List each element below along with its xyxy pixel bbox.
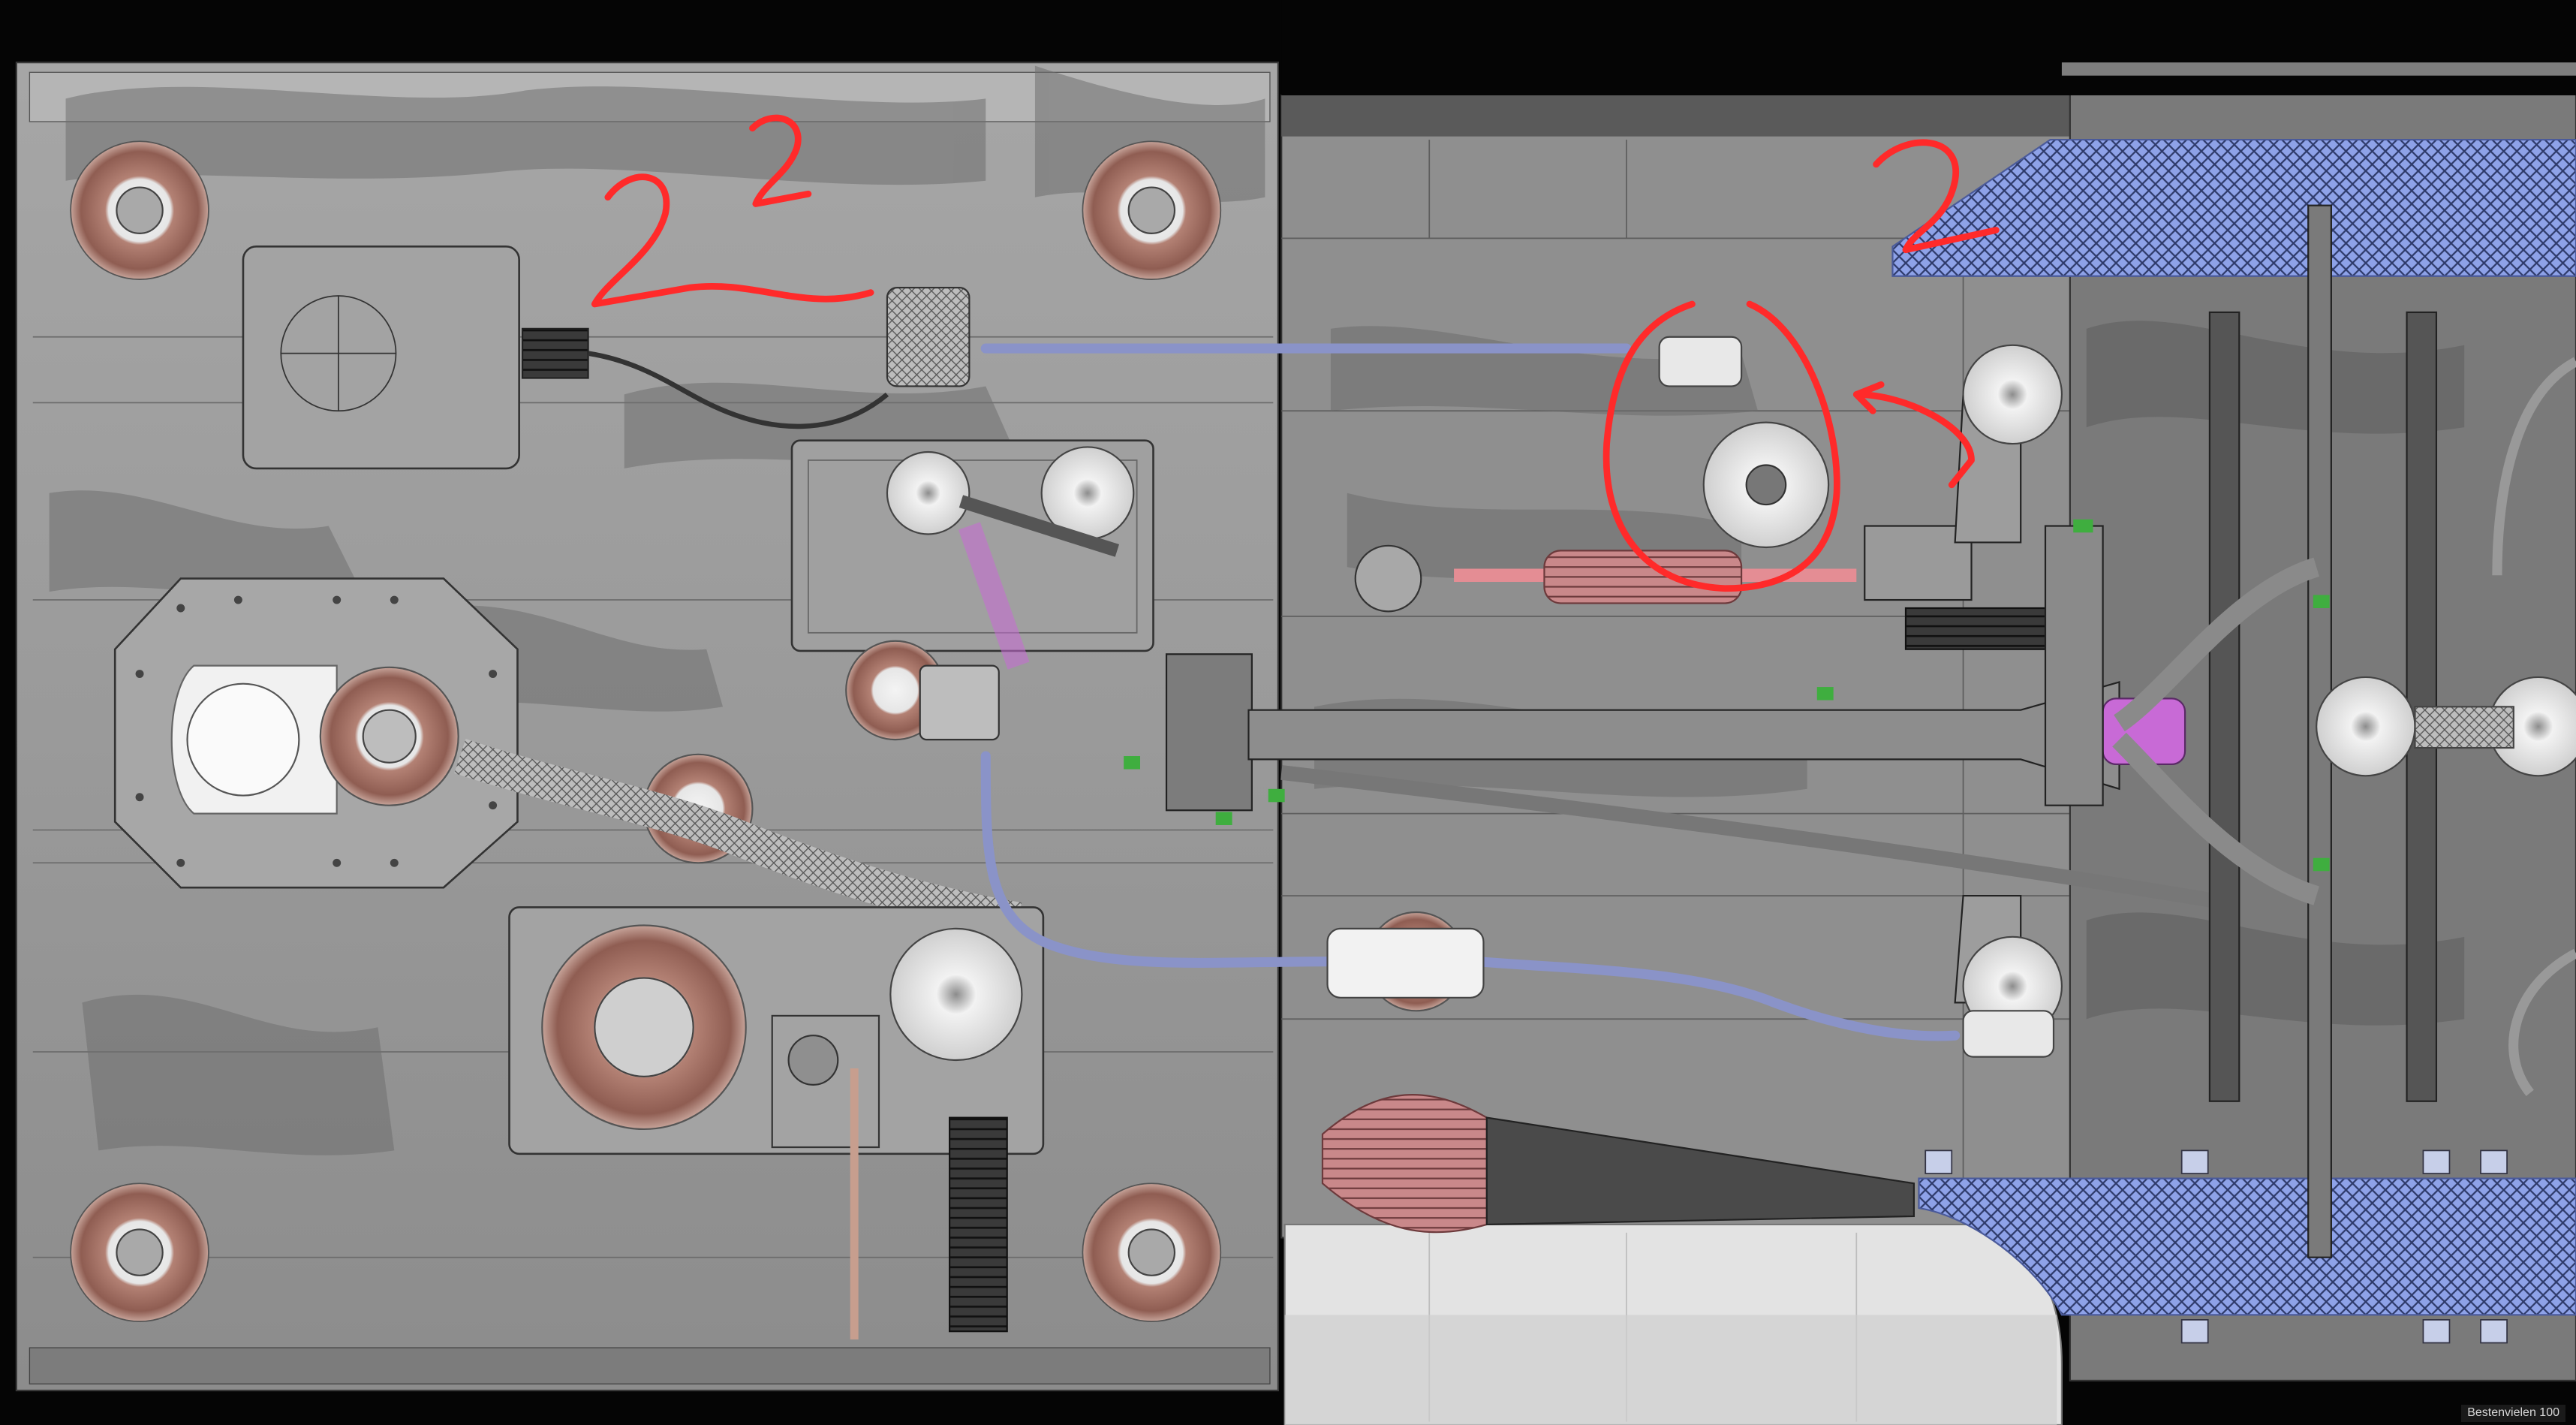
grate-top (1891, 138, 2576, 277)
fuel-tank (113, 577, 519, 889)
gearbox-plate (508, 906, 1045, 1340)
annotation-mark-2a (591, 173, 874, 308)
annotation-circle (1602, 300, 1840, 592)
cable-anchor (1354, 544, 1422, 613)
viewport-status-text: Bestenvielen 100 (2461, 1405, 2565, 1422)
shock-bellows (949, 1116, 1008, 1333)
fittings-green (1124, 519, 2330, 872)
brake-line (980, 343, 1961, 1041)
braided-strap (454, 739, 1022, 938)
rear-bumper (1283, 1223, 2063, 1425)
grate-brackets (1924, 1149, 2508, 1344)
wheel-hub-bottom-left (70, 1182, 209, 1322)
brake-fittings (886, 287, 2055, 1058)
relay-box (790, 439, 1154, 670)
grate-bottom (1918, 1177, 2576, 1316)
driveshaft-sleeve (1485, 1116, 1915, 1226)
annotation-arrow (1852, 391, 1975, 489)
wheel-hub-top-right (1082, 140, 1222, 281)
cable-boot (1543, 550, 1743, 604)
battery-box (242, 246, 889, 470)
floor-panel-left (15, 62, 1279, 1392)
annotation-mark-2b (749, 114, 812, 207)
annotation-mark-2c (1873, 139, 2000, 254)
rear-suspension (1702, 204, 2576, 1258)
red-annotations (591, 114, 2000, 592)
wheel-hub-top-left (70, 140, 209, 281)
wheel-hub-bottom-right (1082, 1182, 1222, 1322)
